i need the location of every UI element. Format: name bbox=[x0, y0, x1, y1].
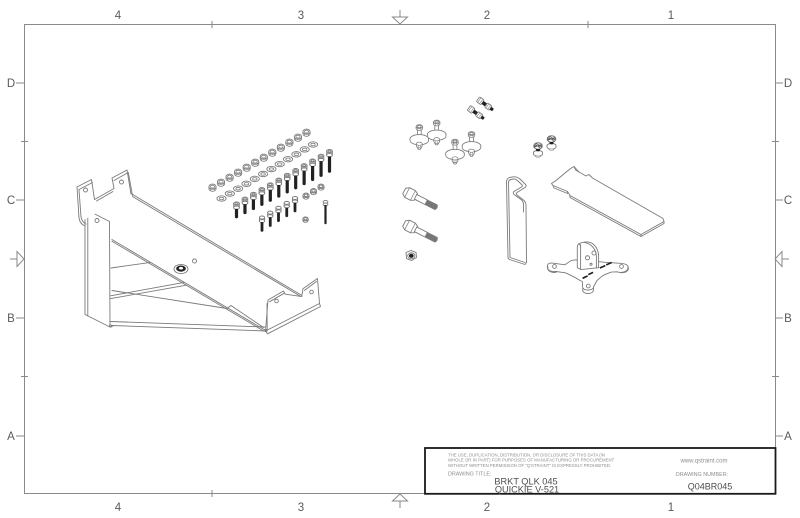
svg-text:www.qstraint.com: www.qstraint.com bbox=[679, 459, 727, 465]
svg-text:2: 2 bbox=[484, 502, 490, 514]
svg-text:QUICKIE V-521: QUICKIE V-521 bbox=[495, 484, 559, 494]
svg-text:A: A bbox=[784, 431, 792, 443]
svg-text:A: A bbox=[7, 431, 15, 443]
svg-text:DRAWING NUMBER:: DRAWING NUMBER: bbox=[676, 472, 728, 478]
svg-text:B: B bbox=[7, 313, 15, 325]
svg-text:B: B bbox=[784, 313, 792, 325]
svg-text:3: 3 bbox=[298, 502, 304, 514]
svg-text:D: D bbox=[7, 78, 15, 90]
svg-text:3: 3 bbox=[298, 10, 304, 22]
svg-text:Q04BR045: Q04BR045 bbox=[688, 481, 733, 491]
svg-text:4: 4 bbox=[115, 502, 122, 514]
svg-text:WITHOUT WRITTEN PERMISSION OF: WITHOUT WRITTEN PERMISSION OF "Q'STRAINT… bbox=[448, 463, 611, 468]
svg-text:2: 2 bbox=[484, 10, 490, 22]
svg-text:C: C bbox=[7, 195, 15, 207]
svg-text:BRKT QLK 045: BRKT QLK 045 bbox=[494, 477, 557, 487]
svg-text:4: 4 bbox=[115, 10, 122, 22]
svg-text:D: D bbox=[784, 78, 792, 90]
svg-text:1: 1 bbox=[668, 10, 674, 22]
svg-text:THE USE, DUPLICATION, DISTRIBU: THE USE, DUPLICATION, DISTRIBUTION, OR D… bbox=[448, 453, 605, 458]
svg-text:DRAWING TITLE:: DRAWING TITLE: bbox=[448, 472, 491, 478]
svg-text:C: C bbox=[784, 195, 792, 207]
svg-text:1: 1 bbox=[668, 502, 674, 514]
svg-text:WHOLE OR IN PART) FOR PURPOSES: WHOLE OR IN PART) FOR PURPOSES OF MANUFA… bbox=[448, 458, 615, 463]
